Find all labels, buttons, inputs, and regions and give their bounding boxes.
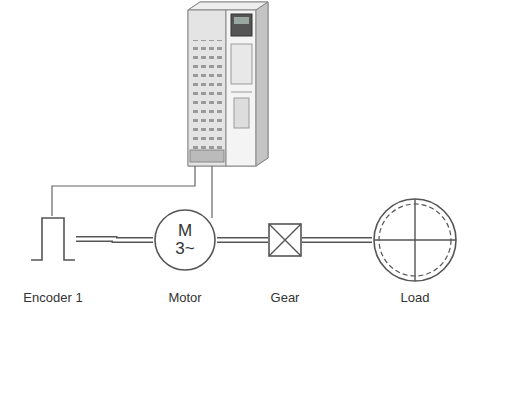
shaft-core bbox=[217, 239, 268, 242]
pulse-wave bbox=[31, 218, 75, 260]
shaft bbox=[217, 240, 268, 241]
part-label: Motor bbox=[168, 290, 201, 305]
shaft-core bbox=[302, 239, 372, 242]
encoder-symbol-outline bbox=[30, 216, 76, 262]
part-label: Load bbox=[401, 290, 430, 305]
drive-unit bbox=[188, 2, 268, 166]
part-label: Gear bbox=[271, 290, 300, 305]
motor-cable bbox=[211, 166, 212, 218]
shaft bbox=[76, 239, 153, 240]
encoder-cable bbox=[52, 166, 195, 216]
load-symbol: Load bbox=[372, 197, 458, 283]
load-wheel bbox=[374, 199, 456, 281]
shaft-outline bbox=[76, 239, 153, 240]
motor-circle bbox=[155, 210, 215, 270]
gear-cross bbox=[269, 224, 301, 256]
gear-symbol-outline bbox=[268, 223, 302, 257]
motor-symbol: M 3~Motor bbox=[153, 208, 217, 272]
load-spokes bbox=[374, 199, 456, 281]
symbol-text: M 3~ bbox=[171, 222, 200, 258]
load-symbol-outline bbox=[372, 197, 458, 283]
shaft bbox=[302, 240, 372, 241]
part-label: Encoder 1 bbox=[23, 290, 82, 305]
encoder-symbol: Encoder 1 bbox=[30, 216, 76, 262]
gear-symbol: Gear bbox=[268, 223, 302, 257]
shaft-core bbox=[76, 239, 153, 240]
gear-box bbox=[269, 224, 301, 256]
shaft-outline bbox=[217, 237, 268, 243]
shaft-outline bbox=[302, 237, 372, 243]
